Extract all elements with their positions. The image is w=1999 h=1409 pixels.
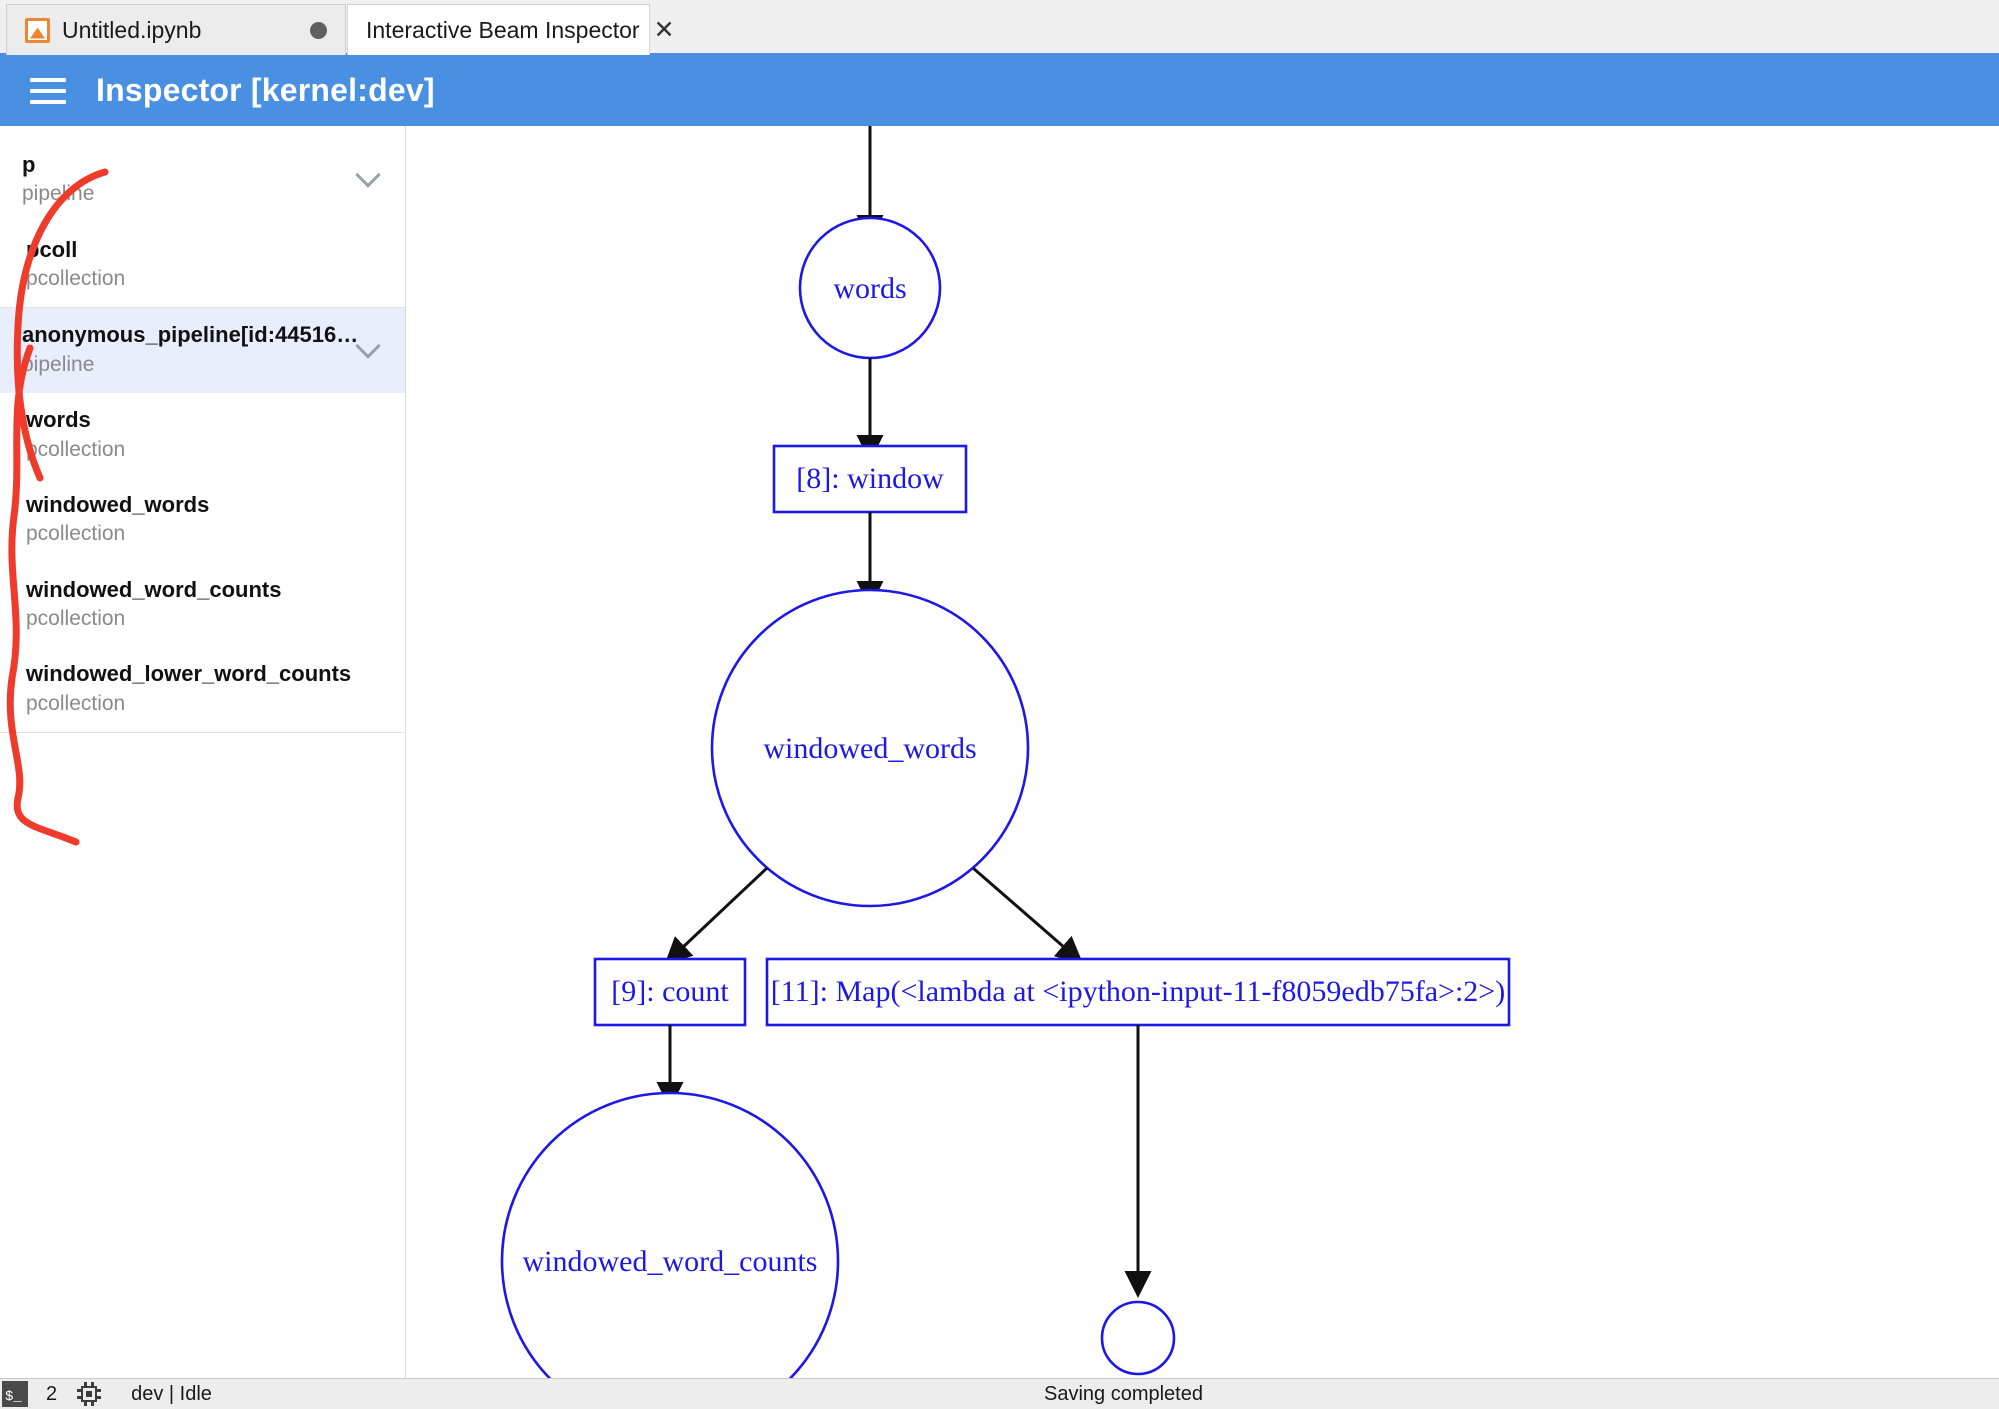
tab-bar: Untitled.ipynb Interactive Beam Inspecto…: [0, 0, 1999, 55]
node-count[interactable]: [593, 957, 747, 1027]
sidebar-item-type: pipeline: [22, 182, 95, 206]
status-bar: $_ 2 dev | Idle Saving completed: [0, 1378, 1999, 1409]
sidebar-item-name: windowed_words: [26, 491, 210, 517]
save-status: Saving completed: [1044, 1382, 1203, 1405]
sidebar-group-anonymous-pipeline: anonymous_pipeline[id:44516… pipeline wo…: [0, 308, 405, 734]
node-windowed-words[interactable]: [710, 588, 1030, 908]
node-windowed-word-counts[interactable]: [500, 1091, 840, 1378]
node-unnamed[interactable]: [1100, 1300, 1176, 1376]
sidebar-item-p[interactable]: p pipeline: [0, 138, 405, 223]
inspectables-sidebar[interactable]: p pipeline pcoll pcollection anonymous_p…: [0, 126, 406, 1378]
node-windowed-word-counts-label: windowed_word_counts: [523, 1245, 818, 1278]
pipeline-graph-canvas[interactable]: words [8]: window windowed_words [9]: co…: [407, 126, 1999, 1378]
node-map[interactable]: [765, 957, 1511, 1027]
close-icon[interactable]: ✕: [653, 15, 675, 44]
unsaved-indicator-dot[interactable]: [310, 21, 327, 39]
sidebar-top-spacer: [0, 126, 405, 138]
pipeline-graph-svg: words [8]: window windowed_words [9]: co…: [500, 126, 1511, 1378]
notebook-icon: [25, 17, 50, 43]
sidebar-item-type: pcollection: [26, 607, 126, 631]
sidebar-group-pipeline-p: p pipeline pcoll pcollection: [0, 138, 405, 309]
node-words-label: words: [833, 272, 906, 305]
content-area: p pipeline pcoll pcollection anonymous_p…: [0, 126, 1999, 1378]
sidebar-item-name: p: [22, 152, 36, 177]
node-windowed-words-label: windowed_words: [763, 732, 976, 765]
tab-interactive-beam-inspector[interactable]: Interactive Beam Inspector ✕: [347, 4, 675, 55]
edge-windowed-words-to-map: [972, 866, 1084, 964]
terminal-icon[interactable]: $_: [2, 1381, 28, 1407]
tab-label: Untitled.ipynb: [62, 16, 202, 43]
node-count-label: [9]: count: [611, 975, 729, 1008]
sidebar-item-name: windowed_word_counts: [26, 576, 282, 602]
sidebar-item-windowed-lower-word-counts[interactable]: windowed_lower_word_counts pcollection: [0, 647, 405, 732]
sidebar-item-type: pcollection: [26, 691, 126, 715]
sidebar-item-anonymous-pipeline[interactable]: anonymous_pipeline[id:44516… pipeline: [0, 308, 405, 394]
sidebar-item-name: pcoll: [26, 236, 78, 262]
sidebar-item-name: words: [26, 407, 91, 433]
node-map-label: [11]: Map(<lambda at <ipython-input-11-f…: [771, 975, 1505, 1008]
kernel-status[interactable]: dev | Idle: [131, 1382, 212, 1405]
sidebar-item-type: pcollection: [26, 522, 126, 546]
sidebar-item-name: windowed_lower_word_counts: [26, 661, 352, 687]
inspector-header: Inspector [kernel:dev]: [0, 55, 1999, 126]
sidebar-item-type: pipeline: [22, 352, 95, 376]
sidebar-item-windowed-words[interactable]: windowed_words pcollection: [0, 478, 405, 563]
tab-untitled-notebook[interactable]: Untitled.ipynb: [6, 4, 346, 55]
sidebar-item-type: pcollection: [26, 267, 126, 291]
hamburger-icon[interactable]: [30, 77, 66, 104]
sidebar-item-words[interactable]: words pcollection: [0, 393, 405, 478]
terminal-count: 2: [46, 1382, 58, 1405]
cpu-chip-icon: [77, 1382, 102, 1406]
sidebar-item-type: pcollection: [26, 437, 126, 461]
sidebar-item-windowed-word-counts[interactable]: windowed_word_counts pcollection: [0, 563, 405, 648]
node-window-label: [8]: window: [796, 462, 944, 495]
page-title: Inspector [kernel:dev]: [96, 72, 435, 108]
sidebar-item-pcoll[interactable]: pcoll pcollection: [0, 223, 405, 308]
edge-windowed-words-to-count: [664, 866, 769, 965]
tab-label: Interactive Beam Inspector: [366, 16, 640, 43]
sidebar-item-name: anonymous_pipeline[id:44516…: [22, 322, 359, 348]
